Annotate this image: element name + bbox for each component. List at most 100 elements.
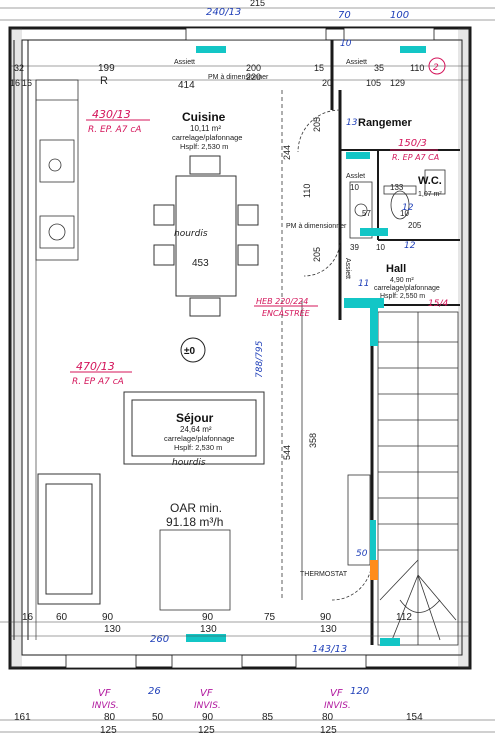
dim-top-100: 100: [390, 10, 409, 21]
annot-stair: 15/4: [428, 299, 448, 309]
dim-bot2-130b: 130: [200, 624, 217, 635]
dim-bot3-154: 154: [406, 712, 423, 723]
room-height-cuisine: Hsplf: 2,530 m: [180, 142, 228, 151]
dim-bot4-125b: 125: [198, 725, 215, 736]
annot-heb: HEB 220/224: [256, 297, 308, 306]
interior-walls: [281, 40, 460, 645]
dim-544: 544: [282, 445, 292, 460]
dim-199: 199: [98, 63, 115, 74]
kitchen-counter: [35, 79, 79, 261]
oar-value: 91.18 m³/h: [166, 515, 223, 529]
top-dimension-lines: [0, 7, 495, 81]
room-name-sejour: Séjour: [176, 411, 214, 425]
annot-sejour-note: R. EP A7 cA: [72, 377, 124, 387]
room-name-wc: W.C.: [418, 175, 442, 187]
room-area-cuisine: 10,11 m²: [190, 124, 221, 133]
annot-12a: 12: [402, 203, 414, 213]
dim-wc-39: 39: [350, 243, 359, 252]
room-height-hall: Hsplf: 2,550 m: [380, 293, 425, 300]
annot-120: 120: [350, 686, 369, 697]
annot-12b: 12: [404, 241, 416, 251]
dim-top-240: 240/13: [206, 7, 241, 18]
assiett-vertical: Assiett: [344, 258, 351, 279]
room-area-sejour: 24,64 m²: [180, 425, 212, 434]
doors: [297, 109, 373, 601]
annot-vf-left: VF: [98, 688, 111, 699]
dim-bot-16: 16: [22, 612, 34, 623]
dim-bot-90c: 90: [320, 612, 332, 623]
cyan-marks: [186, 46, 426, 646]
annot-cuisine-window: 430/13: [92, 108, 131, 121]
annot-11: 11: [358, 279, 369, 289]
tv-unit: [159, 474, 371, 611]
dim-bot-75: 75: [264, 612, 276, 623]
dim-15: 15: [314, 63, 324, 73]
dim-16b: 16: [22, 78, 32, 88]
dim-top-70: 70: [338, 10, 351, 21]
asslet-wc: Asslet: [346, 173, 365, 180]
pm-dimensionner-wc: PM à dimensionner: [286, 223, 347, 230]
dim-wc-10c: 10: [376, 243, 385, 252]
label-hourdis-1: hourdis: [174, 229, 208, 239]
label-r: R: [100, 75, 108, 87]
annot-rangement: 150/3: [398, 138, 427, 149]
kitchen-table: [153, 155, 259, 317]
svg-text:±0: ±0: [184, 346, 195, 357]
dim-bot2-130a: 130: [104, 624, 121, 635]
dim-129: 129: [390, 78, 405, 88]
level-zero-marker: ±0: [180, 337, 206, 363]
dim-bot3-50: 50: [152, 712, 164, 723]
dim-bot4-125a: 125: [100, 725, 117, 736]
dim-bot2-130c: 130: [320, 624, 337, 635]
dim-244: 244: [282, 145, 292, 160]
annot-vf-mid: VF: [200, 688, 213, 699]
bottom-dimension-lines: [0, 621, 495, 733]
dim-205a: 205: [312, 117, 322, 132]
thermostat-marker: [370, 560, 378, 580]
annot-260: 260: [150, 634, 169, 645]
dim-wc-133: 133: [390, 183, 404, 192]
dim-205b: 205: [312, 247, 322, 262]
wc-fixtures: [349, 169, 446, 239]
annot-26: 26: [148, 686, 161, 697]
dim-414: 414: [178, 80, 195, 91]
dim-wc-10a: 10: [350, 183, 359, 192]
annot-n2: 2: [433, 63, 439, 73]
staircase: [377, 311, 459, 646]
dim-top-215: 215: [250, 0, 265, 8]
dim-16a: 16: [10, 78, 20, 88]
dim-bot3-161: 161: [14, 712, 31, 723]
annot-vf-left-note: INVIS.: [92, 701, 119, 711]
room-name-cuisine: Cuisine: [182, 110, 226, 124]
annot-vf-mid-note: INVIS.: [194, 701, 221, 711]
annot-rangement-note: R. EP A7 CA: [392, 153, 439, 162]
dim-bot-90a: 90: [102, 612, 114, 623]
room-name-rangement: Rangemer: [358, 117, 413, 129]
room-finish-hall: carrelage/plafonnage: [374, 285, 440, 292]
sofa: [123, 391, 265, 465]
dim-453: 453: [192, 258, 209, 269]
dim-110: 110: [302, 184, 312, 198]
room-finish-cuisine: carrelage/plafonnage: [172, 133, 242, 142]
dim-bot4-125c: 125: [320, 725, 337, 736]
dim-wc-10b: 10: [400, 209, 409, 218]
annot-sejour-window: 470/13: [76, 360, 115, 373]
wall-fills: [10, 28, 470, 668]
dim-wc-57: 57: [362, 209, 371, 218]
annot-143: 143/13: [312, 644, 347, 655]
dim-35: 35: [374, 63, 384, 73]
annot-vf-right-note: INVIS.: [324, 701, 351, 711]
annot-cuisine-note: R. EP. A7 cA: [88, 125, 141, 135]
annot-vf-right: VF: [330, 688, 343, 699]
dim-20: 20: [322, 78, 332, 88]
annot-10: 10: [340, 39, 352, 49]
assiett-top: Assiett: [174, 59, 195, 66]
room-height-sejour: Hsplf: 2,530 m: [174, 443, 222, 452]
annot-13: 13: [346, 118, 358, 128]
annot-beam: 788/795: [255, 340, 265, 378]
windows: [65, 27, 435, 669]
annot-50: 50: [356, 549, 368, 559]
dim-358: 358: [308, 433, 318, 448]
dim-32: 32: [14, 63, 24, 73]
red-underlines: [70, 57, 446, 373]
